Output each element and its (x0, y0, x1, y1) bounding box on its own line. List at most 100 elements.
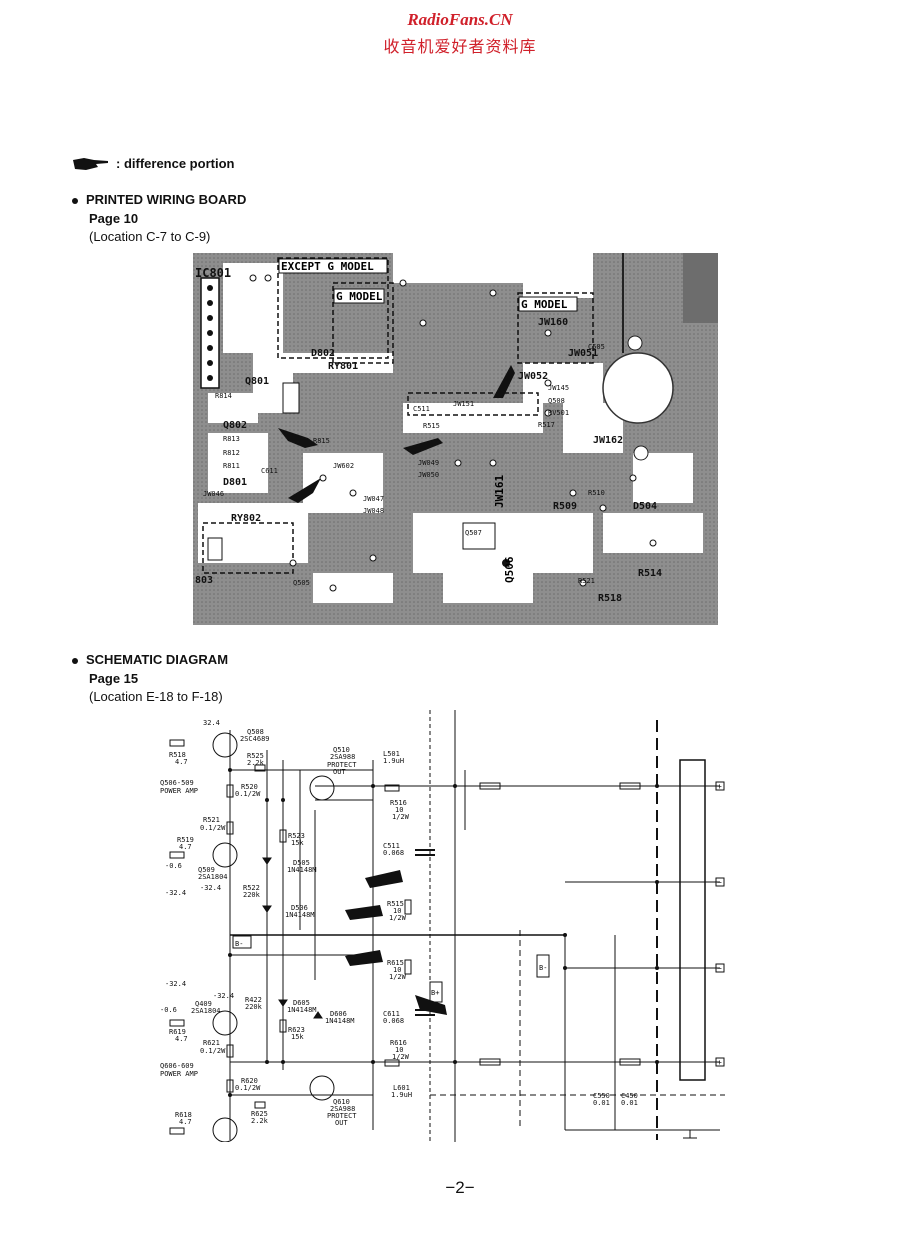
sch-r621: R621 (203, 1039, 220, 1047)
sch-q409: Q409 (195, 1000, 212, 1008)
sch-c611-val: 0.068 (383, 1017, 404, 1025)
sch-q506: Q506-509 (160, 779, 194, 787)
sch-d505-part: 1N4148M (287, 866, 317, 874)
sch-r618: R618 (175, 1111, 192, 1119)
sch-r525-val: 2.2k (247, 759, 265, 767)
sch-r615-w: 1/2W (389, 973, 407, 981)
sch-r518-val: 4.7 (175, 758, 188, 766)
sch-r523-val: 15k (291, 839, 304, 847)
pwb-label-c511: C511 (413, 405, 430, 413)
sch-r623-val: 15k (291, 1033, 304, 1041)
sch-v-pos: 32.4 (203, 719, 220, 727)
pwb-location: (Location C-7 to C-9) (89, 229, 211, 244)
watermark-chinese: 收音机爱好者资料库 (383, 37, 537, 56)
pwb-label-r525: C505 (588, 343, 605, 351)
legend: : difference portion (72, 156, 234, 171)
sch-terminal-minus: − (717, 878, 722, 887)
sch-r616-val: 10 (395, 1046, 403, 1054)
pwb-title: PRINTED WIRING BOARD (86, 192, 247, 207)
sch-q508-part: 2SC4689 (240, 735, 270, 743)
pwb-label-jw046: JW046 (203, 490, 224, 498)
sch-c550-val: 0.01 (593, 1099, 610, 1107)
pwb-label-jw078: R521 (578, 577, 595, 585)
sch-v-neg: -32.4 (200, 884, 221, 892)
sch-d506-part: 1N4148M (285, 911, 315, 919)
sch-r625-val: 2.2k (251, 1117, 269, 1125)
sch-q606: Q606-609 (160, 1062, 194, 1070)
pwb-label-d504: JW161 (493, 475, 506, 508)
sch-r422: R422 (245, 996, 262, 1004)
sch-q509-part: 2SA1804 (198, 873, 228, 881)
sch-r620-val: 0.1/2W (235, 1084, 261, 1092)
sch-r619-val: 4.7 (175, 1035, 188, 1043)
sch-d606-part: 1N4148M (325, 1017, 355, 1025)
sch-c511-val: 0.068 (383, 849, 404, 857)
pwb-label-jw151: JW151 (453, 400, 474, 408)
sch-r515-val: 10 (393, 907, 401, 915)
sch-d506: D506 (291, 904, 308, 912)
sch-r616: R616 (390, 1039, 407, 1047)
pwb-label-jw602: JW602 (333, 462, 354, 470)
sch-r523: R523 (288, 832, 305, 840)
pwb-label-q510: JW051 (568, 348, 598, 359)
sch-l501-val: 1.9uH (383, 757, 404, 765)
box-except-g: EXCEPT G MODEL (281, 260, 374, 273)
sch-r516: R516 (390, 799, 407, 807)
sch-c511: C511 (383, 842, 400, 850)
pwb-label-jw162: RV501 (548, 409, 569, 417)
sch-terminal-plus2: + (717, 1058, 722, 1067)
sch-bplus: B+ (431, 989, 439, 997)
sch-terminal-minus2: − (717, 964, 722, 973)
pwb-label-r812: R812 (223, 449, 240, 457)
sch-r521-val: 0.1/2W (200, 824, 226, 832)
sch-r615-val: 10 (393, 966, 401, 974)
legend-text: : difference portion (116, 156, 235, 171)
pwb-label-q802: Q802 (223, 420, 247, 431)
pwb-label-q801: Q801 (245, 376, 269, 387)
sch-l601: L601 (393, 1084, 410, 1092)
sch-r525: R525 (247, 752, 264, 760)
pwb-label-rv501: Q507 (465, 529, 482, 537)
sch-out2: OUT (335, 1119, 348, 1127)
sch-q409-part: 2SA1804 (191, 1007, 221, 1015)
pwb-label-jw053: Q505 (293, 579, 310, 587)
page-number: −2− (445, 1178, 475, 1197)
pwb-label-jw051: JW145 (548, 384, 569, 392)
pwb-label-d506: JW052 (518, 371, 548, 382)
sch-bminus: B- (235, 940, 243, 948)
pwb-page: Page 10 (89, 211, 139, 226)
pwb-label-r515: R515 (423, 422, 440, 430)
sch-r619: R619 (169, 1028, 186, 1036)
pwb-label-r518: R510 (588, 489, 605, 497)
sch-power-amp2: POWER AMP (160, 1070, 198, 1078)
pwb-label-q507: Q506 (503, 556, 516, 583)
pwb-label-q508: D504 (633, 501, 657, 512)
sch-r519: R519 (177, 836, 194, 844)
schematic-page: Page 15 (89, 671, 139, 686)
sch-r516-w: 1/2W (392, 813, 410, 821)
schematic-location: (Location E-18 to F-18) (89, 689, 223, 704)
sch-v-neg2: -32.4 (165, 889, 186, 897)
bullet-icon (72, 657, 78, 664)
sch-q510: Q510 (333, 746, 350, 754)
sch-r522: R522 (243, 884, 260, 892)
sch-r422-val: 220k (245, 1003, 263, 1011)
sch-r625: R625 (251, 1110, 268, 1118)
sch-v-small: -0.6 (165, 862, 182, 870)
pwb-label-r522: R517 (538, 421, 555, 429)
sch-r519-val: 4.7 (179, 843, 192, 851)
bullet-icon (72, 197, 78, 204)
sch-d605: D605 (293, 999, 310, 1007)
pwb-label-d802: D802 (311, 348, 335, 359)
sch-q508: Q508 (247, 728, 264, 736)
pwb-label-d801: D801 (223, 477, 247, 488)
sch-r521: R521 (203, 816, 220, 824)
pwb-label-r811: R811 (223, 462, 240, 470)
schematic-diagram: 32.4 Q508 2SC4689 R525 2.2k Q510 2SA988 … (155, 710, 725, 1143)
pwb-label-ry801: RY801 (328, 361, 358, 372)
sch-q509: Q509 (198, 866, 215, 874)
sch-r520-val: 0.1/2W (235, 790, 261, 798)
sch-terminal-plus: + (717, 782, 722, 791)
pwb-label-r521: R518 (598, 593, 622, 604)
sch-c550: C550 (593, 1092, 610, 1100)
